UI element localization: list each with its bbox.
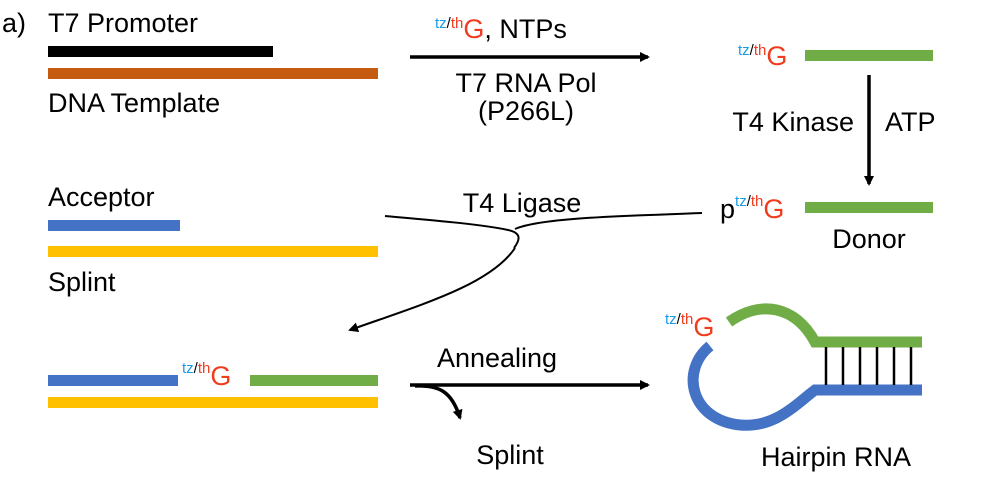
splint-strand — [48, 246, 378, 257]
splint-label: Splint — [48, 267, 116, 297]
kinase-label: T4 Kinase — [732, 107, 854, 137]
mutant-label: (P266L) — [478, 96, 574, 126]
transcript-strand — [805, 50, 933, 61]
hairpin-acceptor-arc — [687, 341, 922, 431]
hairpin-base-pairs — [824, 347, 913, 385]
acceptor-label: Acceptor — [48, 182, 155, 212]
hairpin-donor-arc — [725, 303, 922, 348]
ligation-input-curve-acceptor — [384, 215, 520, 249]
ntps-text: , NTPs — [484, 14, 567, 44]
donor-strand — [805, 202, 933, 213]
annealing-label: Annealing — [437, 343, 557, 373]
ligation-arrow — [348, 247, 516, 333]
donor-5prime-label: ptz/thG — [720, 193, 784, 224]
promoter-strand — [48, 46, 273, 57]
template-label: DNA Template — [48, 88, 220, 118]
splint-release-arrow — [414, 384, 463, 420]
guanosine-G: G — [463, 14, 484, 44]
donor-label: Donor — [832, 224, 906, 254]
template-strand — [48, 68, 378, 79]
transcription-reagents: tz/thG, NTPs — [435, 14, 567, 44]
slash: / — [447, 15, 452, 32]
released-splint-label: Splint — [476, 440, 544, 470]
panel-label: a) — [2, 8, 26, 38]
t7-rna-pol-label: T7 RNA Pol — [455, 68, 596, 98]
ligation-input-curve-donor — [514, 212, 703, 230]
ligation-junction-label: tz/thG — [182, 360, 231, 391]
ligase-label: T4 Ligase — [463, 188, 582, 218]
acceptor-strand — [48, 220, 180, 231]
hairpin-label: Hairpin RNA — [761, 442, 911, 472]
transcript-5prime-label: tz/thG — [738, 41, 787, 71]
th-modifier: th — [451, 15, 464, 32]
hairpin-5prime-label: tz/thG — [665, 311, 714, 342]
promoter-label: T7 Promoter — [48, 8, 198, 38]
ligated-splint-strand — [48, 397, 378, 408]
tz-modifier: tz — [435, 15, 447, 32]
ligated-acceptor-strand — [48, 375, 178, 386]
ligated-donor-strand — [250, 375, 378, 386]
atp-label: ATP — [885, 107, 936, 137]
